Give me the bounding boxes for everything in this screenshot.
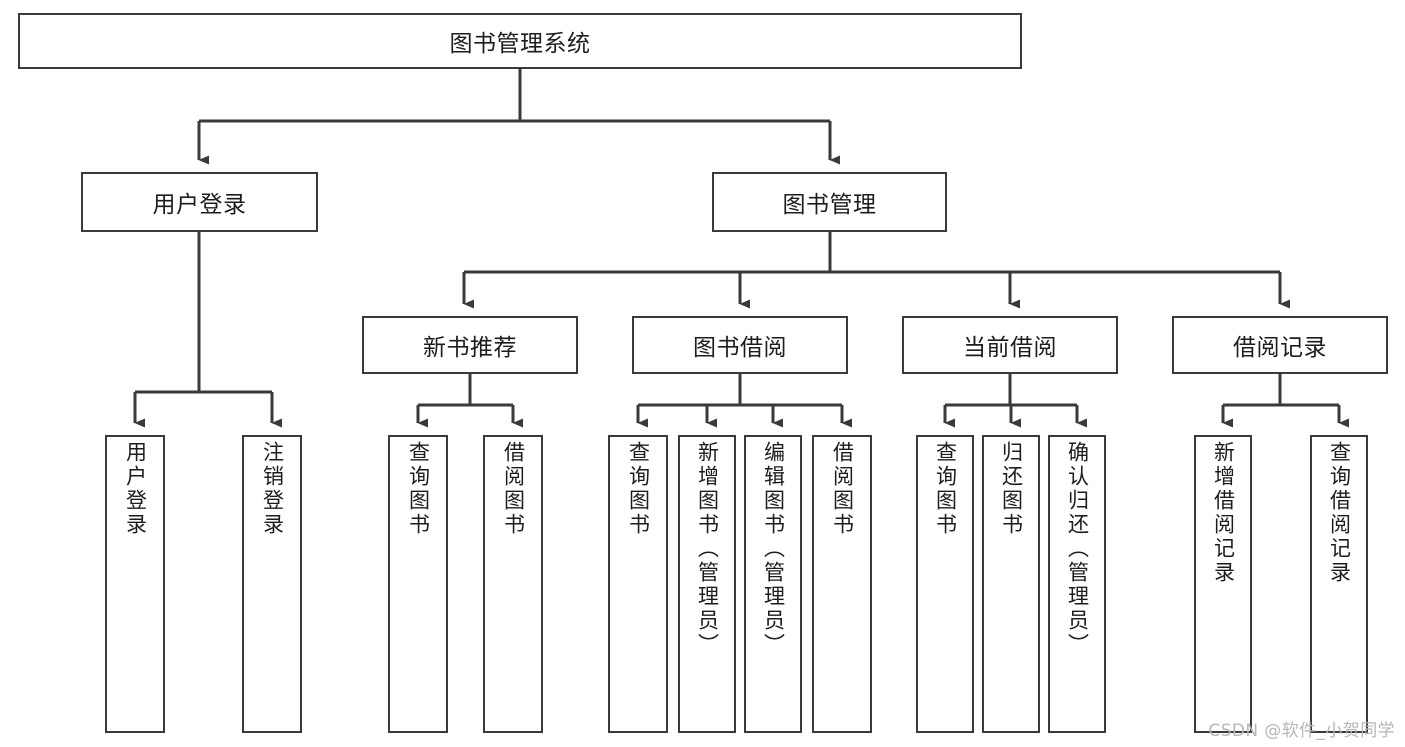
node-leaf-borrow-book[interactable]: 借阅图书 — [812, 435, 872, 733]
node-leaf-query-book-borrow-label: 查询图书 — [626, 441, 651, 537]
node-borrow-record-label: 借阅记录 — [1233, 335, 1327, 361]
node-book-borrow-label: 图书借阅 — [693, 335, 787, 361]
node-leaf-confirm-return[interactable]: 确认归还（管理员） — [1048, 435, 1106, 733]
watermark-text: CSDN @软件_小贺同学 — [1208, 721, 1395, 741]
node-leaf-query-book-recommend[interactable]: 查询图书 — [388, 435, 448, 733]
node-new-book-recommend-label: 新书推荐 — [423, 335, 517, 361]
node-leaf-query-book-current-label: 查询图书 — [933, 441, 958, 537]
node-book-borrow[interactable]: 图书借阅 — [632, 316, 848, 374]
node-new-book-recommend[interactable]: 新书推荐 — [362, 316, 578, 374]
node-leaf-logout-label: 注销登录 — [260, 441, 285, 537]
node-leaf-add-borrow-record[interactable]: 新增借阅记录 — [1194, 435, 1252, 733]
node-leaf-edit-book-label: 编辑图书（管理员） — [761, 441, 786, 657]
node-user-login[interactable]: 用户登录 — [81, 172, 318, 232]
node-leaf-confirm-return-label: 确认归还（管理员） — [1065, 441, 1090, 657]
node-leaf-borrow-book-label: 借阅图书 — [830, 441, 855, 537]
node-leaf-logout[interactable]: 注销登录 — [242, 435, 302, 733]
node-leaf-return-book[interactable]: 归还图书 — [982, 435, 1040, 733]
node-root[interactable]: 图书管理系统 — [18, 13, 1022, 69]
node-leaf-return-book-label: 归还图书 — [999, 441, 1024, 537]
node-leaf-borrow-book-recommend-label: 借阅图书 — [501, 441, 526, 537]
node-leaf-add-book-label: 新增图书（管理员） — [695, 441, 720, 657]
node-book-management-label: 图书管理 — [782, 192, 877, 218]
node-leaf-edit-book[interactable]: 编辑图书（管理员） — [744, 435, 802, 733]
node-root-label: 图书管理系统 — [449, 31, 591, 57]
node-borrow-record[interactable]: 借阅记录 — [1172, 316, 1388, 374]
node-leaf-query-book-current[interactable]: 查询图书 — [916, 435, 974, 733]
node-leaf-add-borrow-record-label: 新增借阅记录 — [1211, 441, 1236, 585]
node-leaf-query-borrow-record-label: 查询借阅记录 — [1327, 441, 1352, 585]
node-book-management[interactable]: 图书管理 — [712, 172, 947, 232]
node-leaf-add-book[interactable]: 新增图书（管理员） — [678, 435, 736, 733]
node-user-login-label: 用户登录 — [152, 192, 247, 218]
node-leaf-user-login[interactable]: 用户登录 — [105, 435, 165, 733]
node-leaf-query-book-recommend-label: 查询图书 — [406, 441, 431, 537]
node-leaf-query-borrow-record[interactable]: 查询借阅记录 — [1310, 435, 1368, 733]
node-leaf-borrow-book-recommend[interactable]: 借阅图书 — [483, 435, 543, 733]
node-leaf-user-login-label: 用户登录 — [123, 441, 148, 537]
node-current-borrow-label: 当前借阅 — [963, 335, 1057, 361]
node-current-borrow[interactable]: 当前借阅 — [902, 316, 1118, 374]
node-leaf-query-book-borrow[interactable]: 查询图书 — [608, 435, 668, 733]
